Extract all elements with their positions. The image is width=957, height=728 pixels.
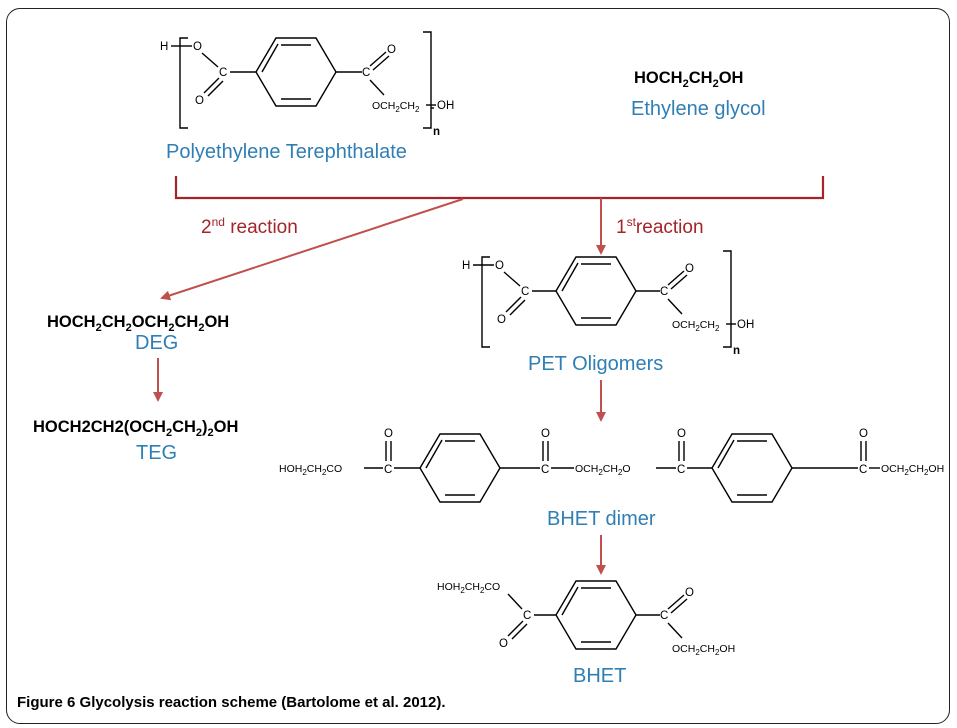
pet-c-atom-left: C: [219, 67, 227, 79]
bhet-bottom-group: OCH2CH2OH: [672, 643, 735, 657]
oligomer-oh-end: OH: [737, 319, 754, 331]
bhet-o-double-left: O: [499, 638, 508, 650]
teg-label: TEG: [136, 442, 177, 464]
pet-o-double-right: O: [387, 44, 396, 56]
dimer-o4: O: [859, 428, 868, 440]
pet-right-bracket: [423, 31, 432, 129]
oligomer-right-bracket: [723, 250, 732, 348]
pet-n-subscript: n: [433, 126, 440, 138]
deg-label: DEG: [135, 332, 178, 354]
bhet-c-left: C: [523, 610, 531, 622]
oligomer-left-bracket: [481, 256, 490, 348]
dimer-left-group: HOH2CH2CO: [279, 463, 342, 477]
oligomer-o-atom: O: [495, 260, 504, 272]
dimer-c4: C: [859, 464, 867, 476]
deg-formula: HOCH2CH2OCH2CH2OH: [47, 313, 229, 334]
pet-label: Polyethylene Terephthalate: [166, 141, 407, 163]
dimer-label: BHET dimer: [547, 508, 656, 530]
pet-h-atom: H: [160, 41, 168, 53]
bhet-label: BHET: [573, 665, 626, 687]
bhet-benzene-ring: [555, 580, 637, 650]
pet-structure: H O C O C O OCH2CH2 OH n: [160, 31, 454, 138]
oligomer-c-left: C: [521, 286, 529, 298]
pet-o-atom: O: [193, 41, 202, 53]
pet-c-atom-right: C: [362, 67, 370, 79]
first-reaction-label: 1streaction: [616, 215, 704, 238]
pet-left-bracket: [179, 37, 188, 129]
oligomer-ester-tail: OCH2CH2: [672, 319, 720, 333]
caption-label: Figure 6: [17, 694, 76, 711]
pet-o-double-left: O: [195, 95, 204, 107]
oligomer-n-subscript: n: [733, 345, 740, 357]
dimer-o1: O: [384, 428, 393, 440]
figure-caption: Figure 6 Glycolysis reaction scheme (Bar…: [17, 694, 446, 711]
oligomer-o-double-left: O: [497, 314, 506, 326]
eg-formula: HOCH2CH2OH: [634, 69, 743, 90]
eg-label: Ethylene glycol: [631, 98, 766, 120]
bhet-c-right: C: [660, 610, 668, 622]
dimer-ring-right: [711, 433, 793, 503]
oligomer-structure: H O C O C O OCH2CH2 OH n: [462, 250, 754, 357]
dimer-ring-left: [419, 433, 501, 503]
oligomer-h-atom: H: [462, 260, 470, 272]
pet-ester-tail: OCH2CH2: [372, 100, 420, 114]
second-reaction-label: 2nd reaction: [201, 215, 298, 238]
dimer-o3: O: [677, 428, 686, 440]
figure-frame: [6, 8, 950, 724]
oligomers-label: PET Oligomers: [528, 353, 663, 375]
reactant-brace: [174, 176, 825, 200]
second-reaction-arrow: [160, 198, 464, 301]
teg-formula: HOCH2CH2(OCH2CH2)2OH: [33, 418, 238, 439]
oligomer-c-right: C: [660, 286, 668, 298]
pet-benzene-ring: [255, 37, 337, 107]
dimer-c1: C: [384, 464, 392, 476]
caption-text: Glycolysis reaction scheme (Bartolome et…: [79, 694, 446, 711]
dimer-mid-group: OCH2CH2O: [575, 463, 631, 477]
bhet-dimer-structure: HOH2CH2CO C O C O OCH2CH2O C O C O OCH2C: [279, 428, 944, 503]
dimer-o2: O: [541, 428, 550, 440]
dimer-c2: C: [541, 464, 549, 476]
oligomer-o-double-right: O: [685, 263, 694, 275]
dimer-c3: C: [677, 464, 685, 476]
bhet-structure: HOH2CH2CO C O C O OCH2CH2OH: [437, 580, 735, 657]
oligomer-benzene-ring: [555, 256, 637, 326]
bhet-top-group: HOH2CH2CO: [437, 581, 500, 595]
pet-oh-end: OH: [437, 100, 454, 112]
bhet-o-double-right: O: [685, 587, 694, 599]
dimer-right-group: OCH2CH2OH: [881, 463, 944, 477]
